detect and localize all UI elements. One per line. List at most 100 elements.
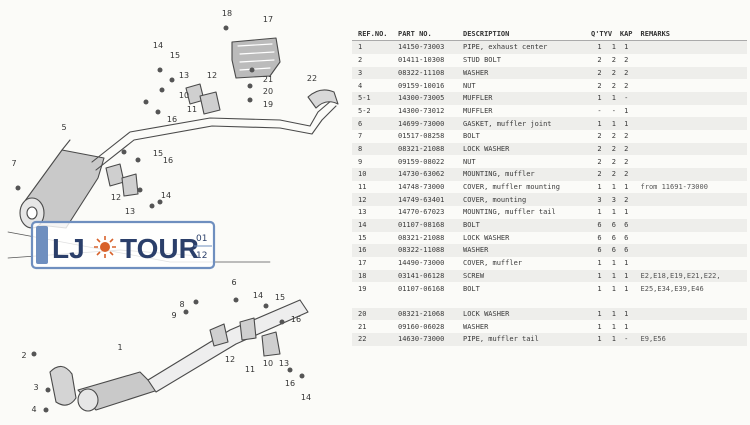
v-cell: 1 [611,335,616,344]
remarks-cell: E2,E18,E19,E21,E22, [640,271,721,280]
description-cell: LOCK WASHER [463,144,510,153]
qty-cell: 2 [597,144,602,153]
callout-13b: 13 [125,207,135,216]
header-kap: KAP [619,28,633,42]
callout-15b: 15 [153,149,163,158]
remarks-cell [633,257,747,270]
remarks-cell [633,67,747,80]
callout-2: 2 [21,351,26,360]
part-no-cell: 14150-73003 [398,43,445,52]
callout-16b: 16 [163,156,173,165]
v-cell: 6 [611,221,616,230]
part-no-cell: 09160-06028 [398,322,445,331]
logo-brand-left: LJ [52,233,85,264]
v-cell: 1 [611,309,616,318]
remarks-cell [633,219,747,232]
qty-cell: 6 [597,221,602,230]
part-no-cell: 01107-06168 [398,284,445,293]
ref-no-cell: 19 [358,284,367,293]
kap-cell: 2 [624,132,629,141]
kap-cell: 1 [624,106,629,115]
kap-cell: 6 [624,233,629,242]
header-part-no: PART NO. [398,28,463,42]
part-no-cell: 08321-21068 [398,309,445,318]
kap-cell: 6 [624,221,629,230]
ref-no-cell: 13 [358,208,367,217]
remarks-cell [633,168,747,181]
ref-no-cell: 12 [358,195,367,204]
callout-5: 5 [61,123,66,132]
callout-12c: 12 [225,355,235,364]
remarks-cell [633,92,747,105]
lj-tour-logo: LJ TOUR 01 12 [30,220,216,270]
ref-no-cell: 11 [358,183,367,191]
v-cell: 1 [611,43,616,52]
remarks-cell [633,105,747,118]
callout-11: 11 [187,105,197,114]
part-no-cell: 01107-08168 [398,221,445,230]
v-cell: 2 [611,170,616,179]
v-cell: 1 [611,322,616,331]
qty-cell: 2 [597,81,602,90]
qty-cell: 1 [597,309,602,318]
ref-no-cell: 16 [358,246,367,255]
ref-no-cell: 21 [358,322,367,331]
remarks-cell [633,79,747,92]
v-cell: 1 [611,271,616,280]
row-spacer [352,295,747,308]
description-cell: LOCK WASHER [463,233,510,242]
qty-cell: 1 [597,335,602,344]
callout-22: 22 [307,74,317,83]
ref-no-cell: 20 [358,309,367,318]
ref-no-cell: 8 [358,144,363,153]
ref-no-cell: 10 [358,170,367,179]
description-cell: BOLT [463,132,480,141]
kap-cell: 1 [624,208,629,217]
kap-cell: 1 [624,271,629,280]
ref-no-cell: 1 [358,43,363,52]
logo-plate-bottom: 12 [196,251,207,261]
kap-cell: 2 [624,157,629,166]
callout-7: 7 [11,159,16,168]
remarks-cell [633,130,747,143]
callout-12: 12 [207,71,217,80]
v-cell: 2 [611,68,616,77]
ref-no-cell: 9 [358,157,363,166]
qty-cell: 1 [597,43,602,52]
callout-11b: 11 [245,365,255,374]
qty-cell: 1 [597,259,602,268]
remarks-cell: E9,E56 [640,335,666,344]
kap-cell: 6 [624,246,629,255]
callout-8: 8 [179,300,184,309]
qty-cell: 1 [597,208,602,217]
qty-cell: - [597,106,602,115]
qty-cell: 6 [597,233,602,242]
part-no-cell: 14699-73000 [398,119,445,128]
qty-cell: 1 [597,183,602,191]
kap-cell: 1 [624,309,629,318]
mounting-brackets-upper [105,83,221,197]
description-cell: GASKET, muffler joint [463,119,552,128]
kap-cell: 1 [624,183,629,191]
callout-17: 17 [263,15,273,24]
part-no-cell: 08322-11108 [398,68,445,77]
part-no-cell: 14730-63062 [398,170,445,179]
qty-cell: 3 [597,195,602,204]
logo-brand-right: TOUR [120,233,199,264]
description-cell: MOUNTING, muffler tail [463,208,556,217]
qty-cell: 2 [597,132,602,141]
v-cell: 1 [611,119,616,128]
description-cell: MUFFLER [463,106,493,115]
v-cell: 1 [611,208,616,217]
lower-muffler-assembly [49,299,309,412]
qty-cell: 2 [597,157,602,166]
